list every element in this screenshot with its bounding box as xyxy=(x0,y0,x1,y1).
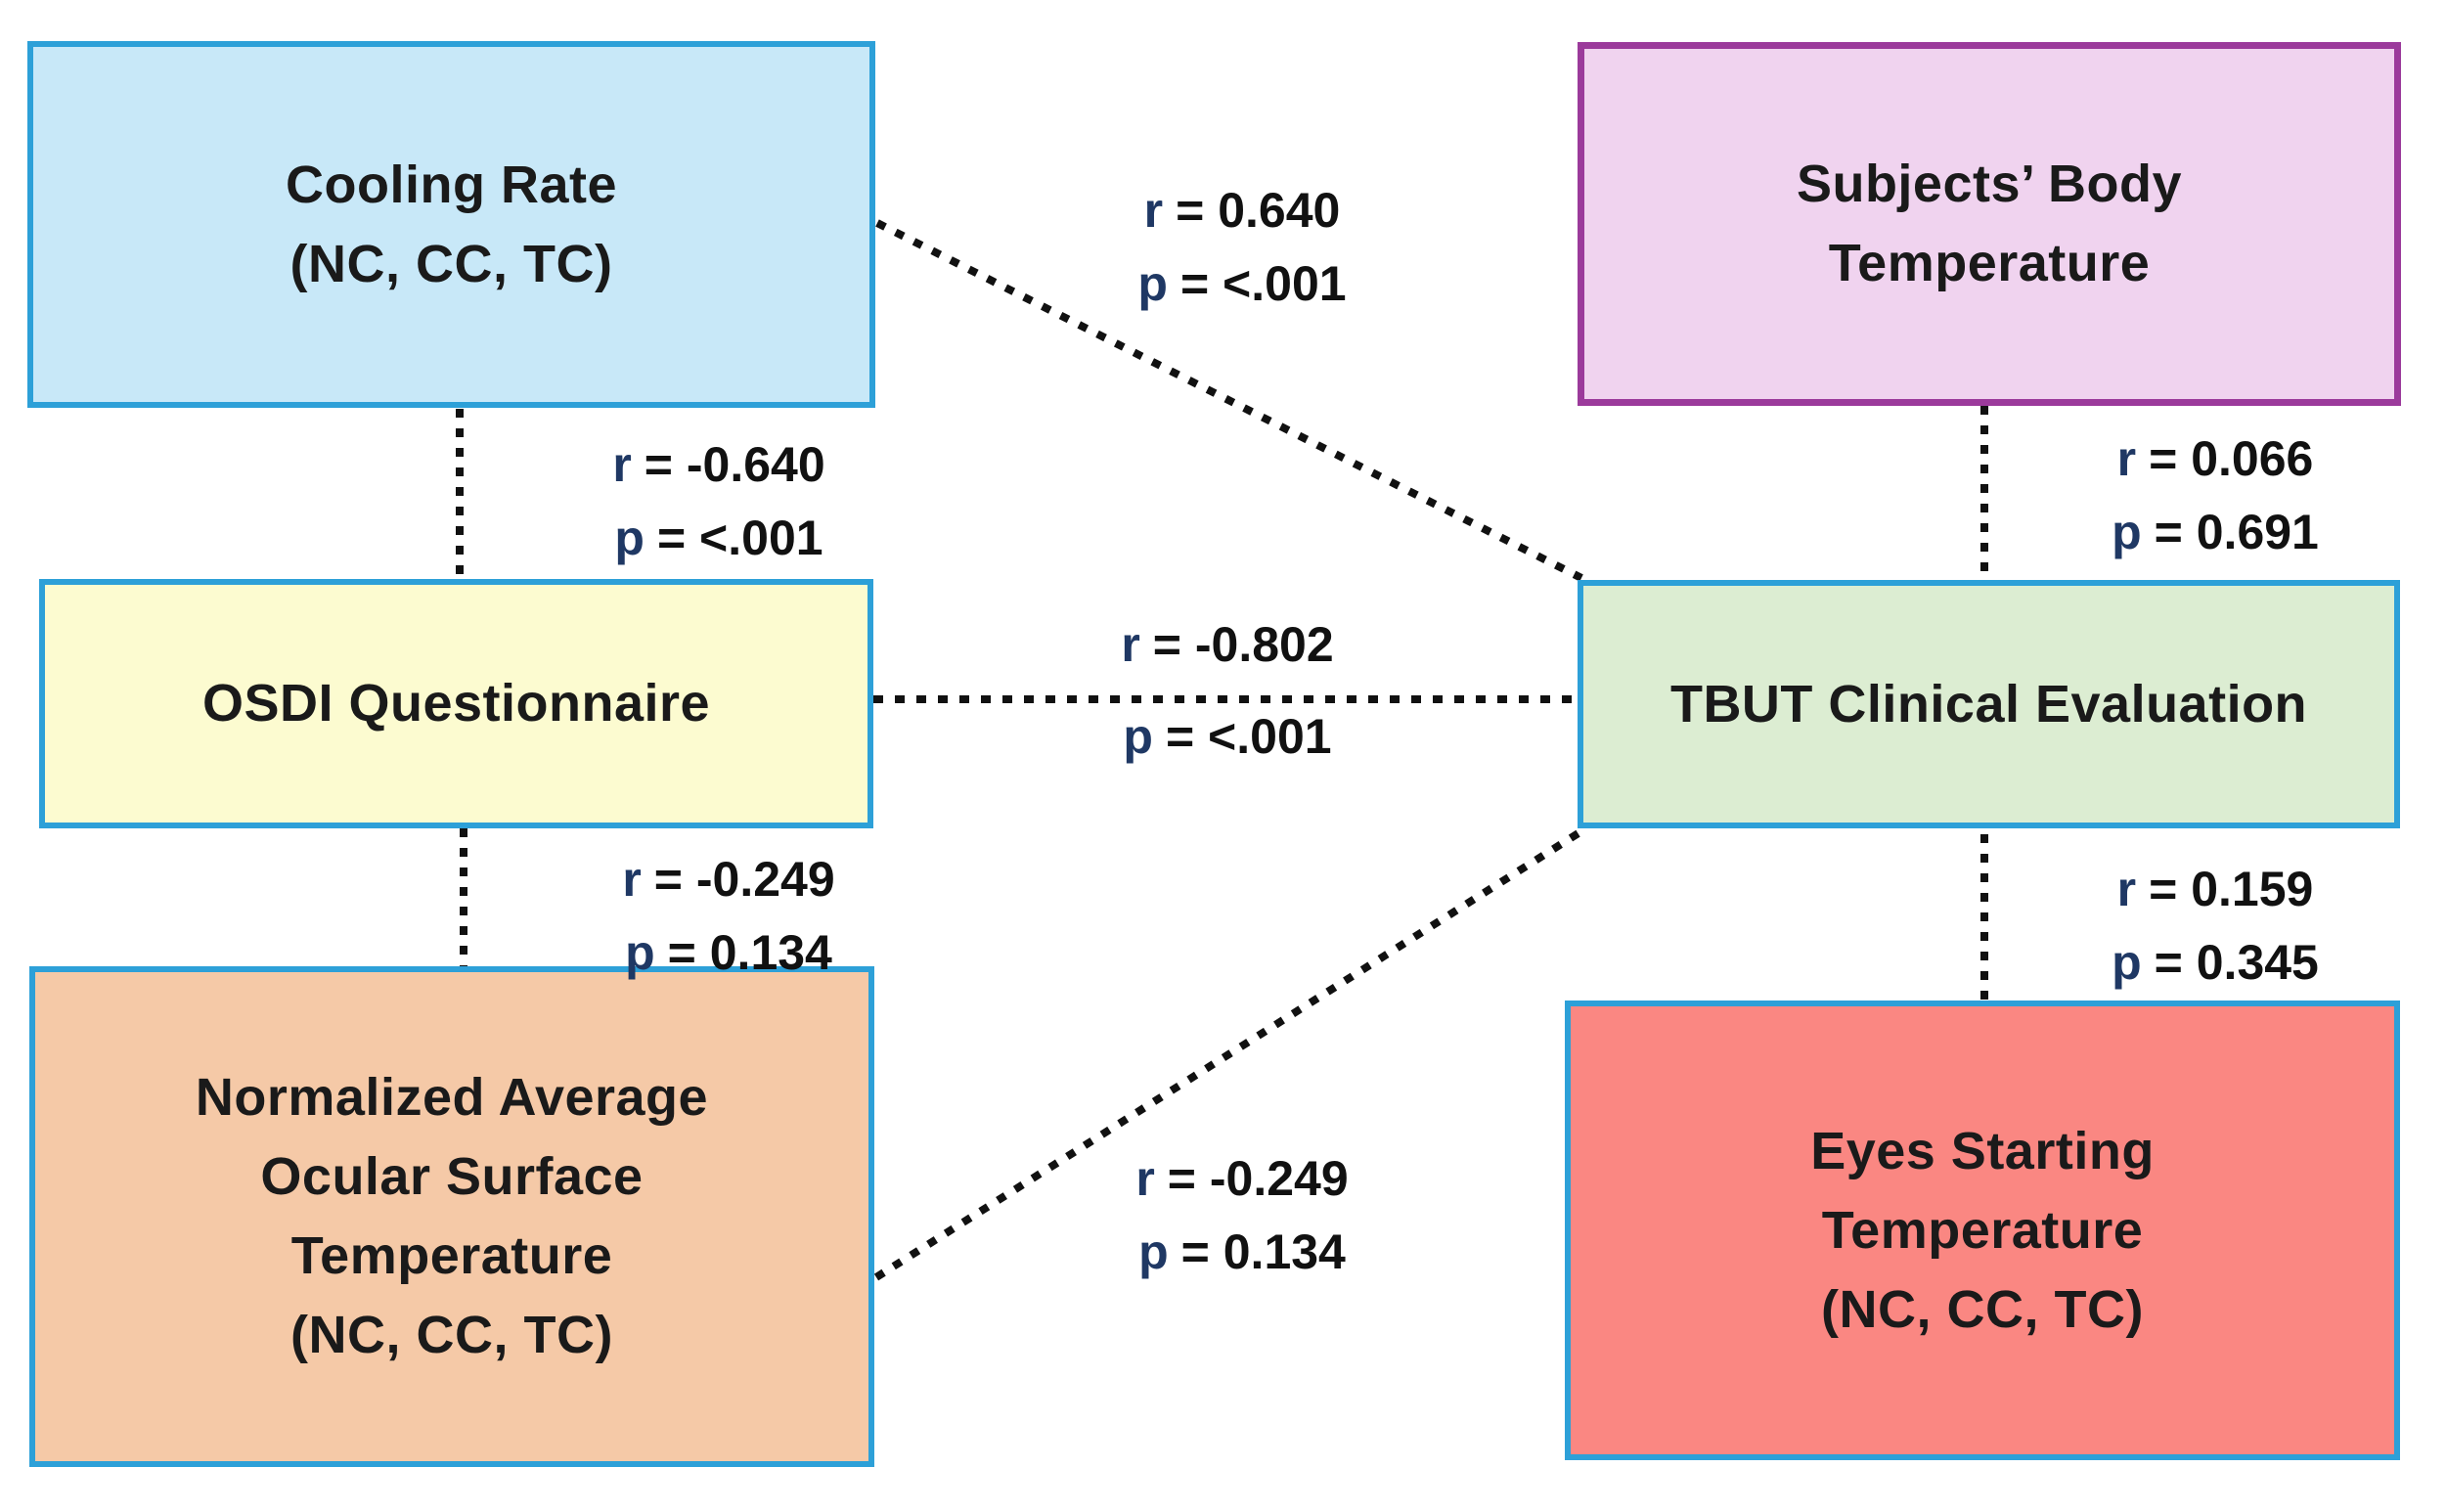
node-subjects-body-temperature: Subjects’ Body Temperature xyxy=(1578,42,2401,406)
p-value: p= 0.134 xyxy=(625,925,832,980)
node-osdi-questionnaire: OSDI Questionnaire xyxy=(39,579,873,828)
r-value: r= 0.066 xyxy=(2116,431,2314,486)
edge-stats-normalized-tbut: r= -0.249 p= 0.134 xyxy=(1066,1142,1418,1289)
node-osdi-questionnaire-label: OSDI Questionnaire xyxy=(201,674,711,733)
node-eyes-starting-temperature: Eyes Starting Temperature (NC, CC, TC) xyxy=(1565,1001,2400,1460)
edge-stats-osdi-tbut-p: p= <.001 xyxy=(1051,700,1403,774)
edge-stats-osdi-normalized: r= -0.249 p= 0.134 xyxy=(553,843,905,990)
edge-stats-cooling-osdi: r= -0.640 p= <.001 xyxy=(543,428,895,575)
connector-normalized-tbut xyxy=(873,827,1584,1281)
edge-stats-cooling-tbut: r= 0.640 p= <.001 xyxy=(1066,174,1418,321)
r-value: r= 0.640 xyxy=(1143,183,1341,238)
node-cooling-rate-label: Cooling Rate (NC, CC, TC) xyxy=(286,155,617,293)
r-value: r= -0.249 xyxy=(622,852,835,907)
edge-stats-osdi-tbut-r: r= -0.802 xyxy=(1051,608,1403,682)
node-normalized-average-ocular-surface-temperature: Normalized Average Ocular Surface Temper… xyxy=(29,966,874,1467)
p-value: p= <.001 xyxy=(1137,256,1347,311)
r-value: r= -0.249 xyxy=(1135,1151,1349,1206)
node-tbut-clinical-evaluation: TBUT Clinical Evaluation xyxy=(1578,580,2400,828)
p-value: p= <.001 xyxy=(614,511,823,565)
r-value: r= 0.159 xyxy=(2116,862,2314,916)
edge-stats-tbut-eyes: r= 0.159 p= 0.345 xyxy=(2039,853,2391,1000)
r-value: r= -0.640 xyxy=(612,437,825,492)
p-value: p= 0.691 xyxy=(2112,505,2319,559)
node-eyes-starting-temperature-label: Eyes Starting Temperature (NC, CC, TC) xyxy=(1810,1121,2155,1339)
node-normalized-average-ocular-surface-temperature-label: Normalized Average Ocular Surface Temper… xyxy=(195,1068,709,1364)
p-value: p= 0.345 xyxy=(2112,935,2319,990)
node-cooling-rate: Cooling Rate (NC, CC, TC) xyxy=(27,41,875,408)
connector-cooling-tbut xyxy=(875,219,1583,582)
p-value: p= <.001 xyxy=(1123,709,1332,764)
edge-stats-subjects-tbut: r= 0.066 p= 0.691 xyxy=(2039,422,2391,569)
p-value: p= 0.134 xyxy=(1138,1224,1346,1279)
r-value: r= -0.802 xyxy=(1121,617,1334,672)
node-tbut-clinical-evaluation-label: TBUT Clinical Evaluation xyxy=(1669,674,2308,734)
node-subjects-body-temperature-label: Subjects’ Body Temperature xyxy=(1796,155,2183,292)
